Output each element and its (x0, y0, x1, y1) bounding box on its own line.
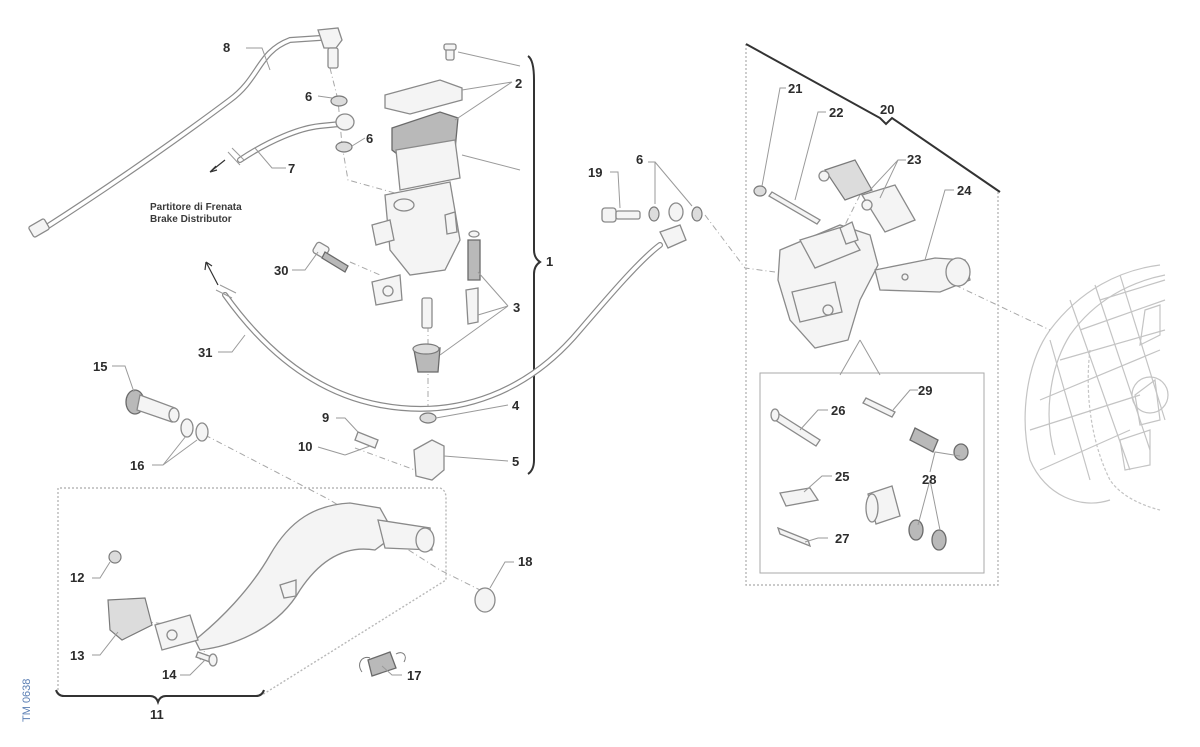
screw-30 (312, 241, 349, 273)
callout-25: 25 (835, 469, 849, 484)
plug-21 (753, 185, 767, 197)
stop-switch-cable (28, 27, 343, 238)
callout-10: 10 (298, 439, 312, 454)
callout-23: 23 (907, 152, 921, 167)
callout-16: 16 (130, 458, 144, 473)
arrow-to-distributor-upper (209, 159, 226, 173)
caliper-bracket-24 (874, 257, 971, 293)
callout-26: 26 (831, 403, 845, 418)
pad-pin-22 (768, 191, 821, 225)
callout-1: 1 (546, 254, 553, 269)
brake-pads-23 (818, 159, 916, 233)
rear-wheel-sprocket (1024, 264, 1169, 511)
callout-29: 29 (918, 383, 932, 398)
banjo-bolt (601, 202, 703, 223)
piston-28 (865, 485, 947, 551)
callout-15: 15 (93, 359, 107, 374)
caliper-kit-box (759, 372, 985, 574)
callout-11: 11 (150, 707, 164, 722)
callout-22: 22 (829, 105, 843, 120)
brake-caliper (777, 221, 879, 349)
callout-3: 3 (513, 300, 520, 315)
callout-8: 8 (223, 40, 230, 55)
callout-19: 19 (588, 165, 602, 180)
callout-31: 31 (198, 345, 212, 360)
washer-upper (330, 95, 348, 107)
master-cylinder (371, 43, 463, 373)
pedal-assembly-bracket (55, 689, 265, 706)
callout-6-lower: 6 (366, 131, 373, 146)
pedal-tip (107, 597, 153, 641)
pad-guide-27 (776, 526, 812, 548)
callout-14: 14 (162, 667, 177, 682)
callout-24: 24 (957, 183, 972, 198)
callout-9: 9 (322, 410, 329, 425)
callout-30: 30 (274, 263, 288, 278)
screw-14 (195, 651, 218, 667)
pedal-pivot (125, 389, 209, 442)
callout-7: 7 (288, 161, 295, 176)
callout-18: 18 (518, 554, 532, 569)
distributor-note-italian: Partitore di Frenata (150, 202, 242, 213)
callout-13: 13 (70, 648, 84, 663)
pedal-group-box (57, 487, 447, 696)
callout-5: 5 (512, 454, 519, 469)
callout-6-caliper: 6 (636, 152, 643, 167)
callout-17: 17 (407, 668, 421, 683)
return-spring (359, 651, 406, 677)
pin-9 (354, 431, 379, 449)
seal-bolt-28 (909, 427, 939, 453)
master-cylinder-bracket (527, 55, 542, 475)
drawing-code: TM 0638 (21, 679, 33, 722)
piston-kit (465, 230, 481, 325)
distributor-note-english: Brake Distributor (150, 214, 232, 225)
washer-18 (474, 587, 496, 613)
callout-4: 4 (512, 398, 520, 413)
brake-pipe (215, 224, 687, 412)
callout-20: 20 (880, 102, 894, 117)
callout-6-upper: 6 (305, 89, 312, 104)
fork-joint (413, 439, 445, 481)
split-pin-10 (344, 445, 371, 456)
callout-28: 28 (922, 472, 936, 487)
arrow-to-distributor-lower (204, 261, 219, 286)
bleed-valve-29 (862, 397, 896, 418)
callout-27: 27 (835, 531, 849, 546)
nut-4 (419, 412, 437, 424)
caliper-bracket-line (745, 43, 1001, 193)
callout-12: 12 (70, 570, 84, 585)
brake-hose (227, 113, 355, 166)
callout-2: 2 (515, 76, 522, 91)
nut-12 (108, 550, 122, 564)
brake-pedal (154, 502, 435, 651)
callout-21: 21 (788, 81, 802, 96)
pad-spring-25 (779, 487, 820, 507)
washer-lower (335, 141, 353, 153)
